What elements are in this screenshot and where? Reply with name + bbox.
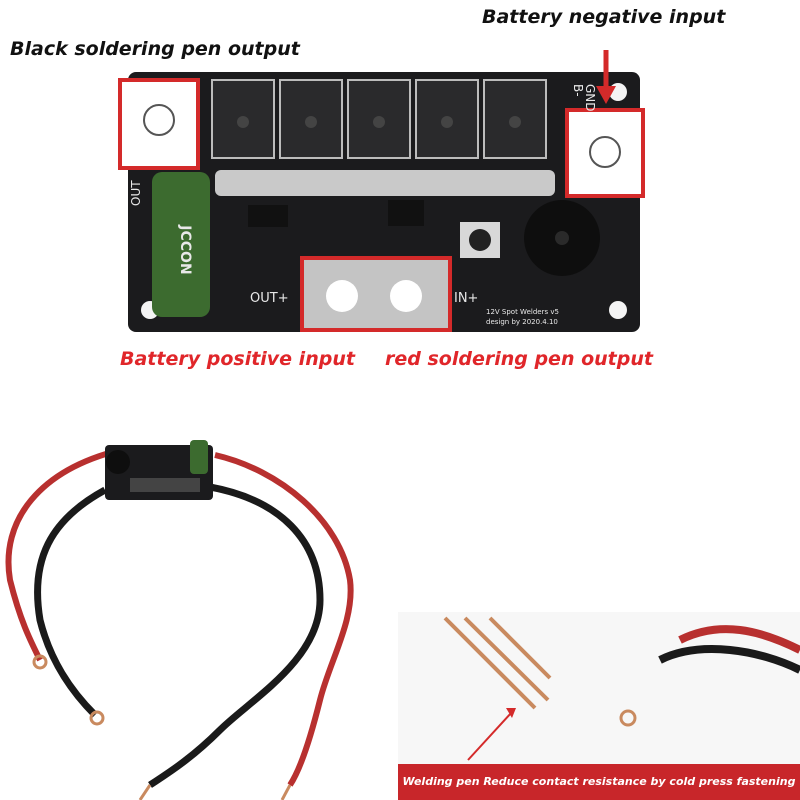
- closeup-arrow-head: [506, 708, 516, 718]
- silk-gnd: GND: [583, 84, 597, 112]
- arrow-head: [596, 86, 616, 104]
- closeup-lug: [619, 709, 637, 727]
- lug: [32, 654, 48, 670]
- red-wire: [5, 447, 121, 662]
- pen-tip: [138, 784, 152, 800]
- mini-capacitor: [190, 440, 208, 474]
- copper-pen: [488, 616, 552, 680]
- closeup-arrow: [467, 711, 513, 761]
- positive-pad-hole-left: [326, 280, 358, 312]
- mini-mosfet-row: [130, 478, 200, 492]
- silk-model-line1: 12V Spot Welders v5: [486, 308, 559, 316]
- lug: [89, 710, 105, 726]
- copper-pen: [443, 616, 537, 710]
- closeup-red-wire: [678, 625, 800, 654]
- mosfet-row: [211, 79, 547, 159]
- capacitor: [152, 172, 210, 317]
- closeup-black-wire: [658, 645, 800, 674]
- mosfet: [279, 79, 343, 159]
- silk-out-minus: OUT: [129, 180, 143, 206]
- silk-b-minus: B-: [571, 84, 585, 97]
- silk-out-plus: OUT+: [250, 291, 289, 306]
- label-red-pen-output: red soldering pen output: [385, 348, 653, 370]
- push-button-cap: [469, 229, 491, 251]
- black-pen-output-hole: [143, 104, 175, 136]
- mini-buzzer: [106, 450, 130, 474]
- caption-banner: Welding pen Reduce contact resistance by…: [398, 764, 800, 800]
- pen-tip: [280, 784, 292, 800]
- silk-in-plus: IN+: [454, 291, 478, 306]
- mounting-hole-br: [609, 301, 627, 319]
- ic-chip: [388, 200, 424, 226]
- closeup-background: [398, 612, 800, 764]
- capacitor-brand-text: JCCON: [177, 224, 193, 274]
- label-battery-negative-input: Battery negative input: [482, 6, 726, 28]
- black-wire-right: [148, 483, 324, 788]
- label-black-pen-output: Black soldering pen output: [10, 38, 300, 60]
- red-wire-right: [214, 452, 354, 787]
- silk-model-line2: design by 2020.4.10: [486, 318, 558, 326]
- regulator-chip: [248, 205, 288, 227]
- copper-pen: [463, 616, 550, 702]
- solder-bus: [215, 170, 555, 196]
- positive-pad-hole-right: [390, 280, 422, 312]
- battery-negative-hole: [589, 136, 621, 168]
- black-wire: [34, 486, 107, 718]
- label-battery-positive-input: Battery positive input: [120, 348, 355, 370]
